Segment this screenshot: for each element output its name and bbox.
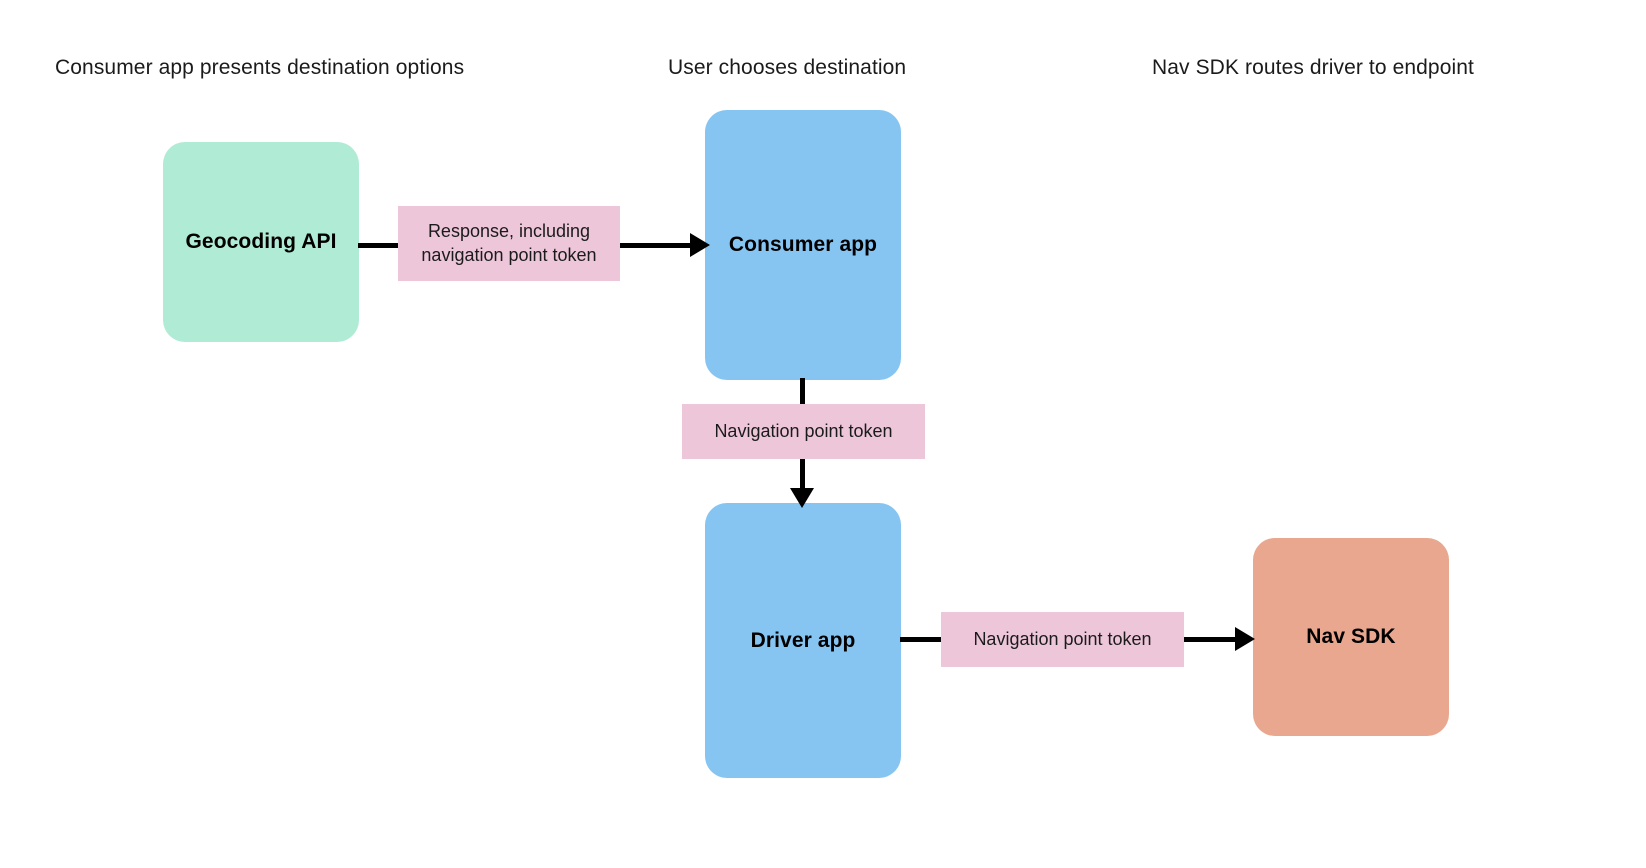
column-header-user-chooses-destination: User chooses destination	[668, 56, 907, 79]
edge-label-response-navigation-point-token: Response, including navigation point tok…	[398, 206, 620, 281]
edge-label-response-text: Response, including navigation point tok…	[421, 220, 597, 265]
edge-label-navigation-point-token-consumer-driver: Navigation point token	[682, 404, 925, 459]
column-header-consumer-app-options: Consumer app presents destination option…	[55, 56, 465, 79]
arrowhead-driver-to-navsdk-icon	[1235, 627, 1255, 651]
node-geocoding-api-label: Geocoding API	[185, 230, 337, 253]
node-nav-sdk-label: Nav SDK	[1306, 625, 1396, 648]
node-geocoding-api[interactable]: Geocoding API	[163, 142, 359, 342]
node-driver-app-label: Driver app	[750, 628, 856, 652]
node-driver-app[interactable]: Driver app	[705, 503, 901, 778]
edge-label-navigation-point-token-driver-navsdk: Navigation point token	[941, 612, 1184, 667]
node-nav-sdk[interactable]: Nav SDK	[1253, 538, 1449, 736]
arrowhead-geocoding-to-consumer-icon	[690, 233, 710, 257]
column-header-nav-sdk-routes-driver: Nav SDK routes driver to endpoint	[1152, 56, 1474, 79]
node-consumer-app[interactable]: Consumer app	[705, 110, 901, 380]
arrowhead-consumer-to-driver-icon	[790, 488, 814, 508]
edge-label-navigation-point-token-text-1: Navigation point token	[714, 420, 893, 441]
edge-label-navigation-point-token-text-2: Navigation point token	[973, 628, 1152, 649]
node-consumer-app-label: Consumer app	[728, 233, 878, 256]
